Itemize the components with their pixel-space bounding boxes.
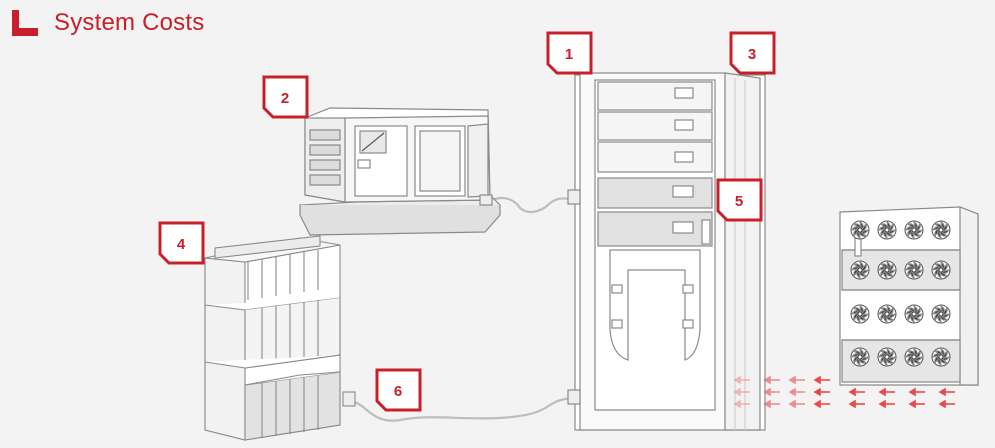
callout-6[interactable]: 6 <box>375 368 422 412</box>
svg-text:6: 6 <box>394 383 402 400</box>
callout-1[interactable]: 1 <box>546 31 593 75</box>
cooling-unit <box>839 206 979 386</box>
callout-3[interactable]: 3 <box>729 31 776 75</box>
brand-corner-icon <box>12 10 38 36</box>
battery-cabinet <box>204 235 356 441</box>
svg-text:3: 3 <box>748 46 756 63</box>
svg-text:1: 1 <box>565 46 573 63</box>
header: System Costs <box>10 6 204 40</box>
callout-5[interactable]: 5 <box>716 178 763 222</box>
generator <box>299 107 501 236</box>
callout-2[interactable]: 2 <box>262 75 309 119</box>
ups-door-handle <box>701 219 711 245</box>
ups <box>567 72 766 431</box>
svg-text:4: 4 <box>177 236 186 253</box>
svg-text:2: 2 <box>281 90 289 107</box>
callout-4[interactable]: 4 <box>158 221 205 265</box>
generator-to-ups-cable <box>491 196 576 214</box>
svg-text:5: 5 <box>735 193 743 210</box>
page-title: System Costs <box>54 9 205 36</box>
ups-side-panel <box>724 72 761 431</box>
battery-cable <box>349 396 581 422</box>
power-cables <box>349 196 581 422</box>
